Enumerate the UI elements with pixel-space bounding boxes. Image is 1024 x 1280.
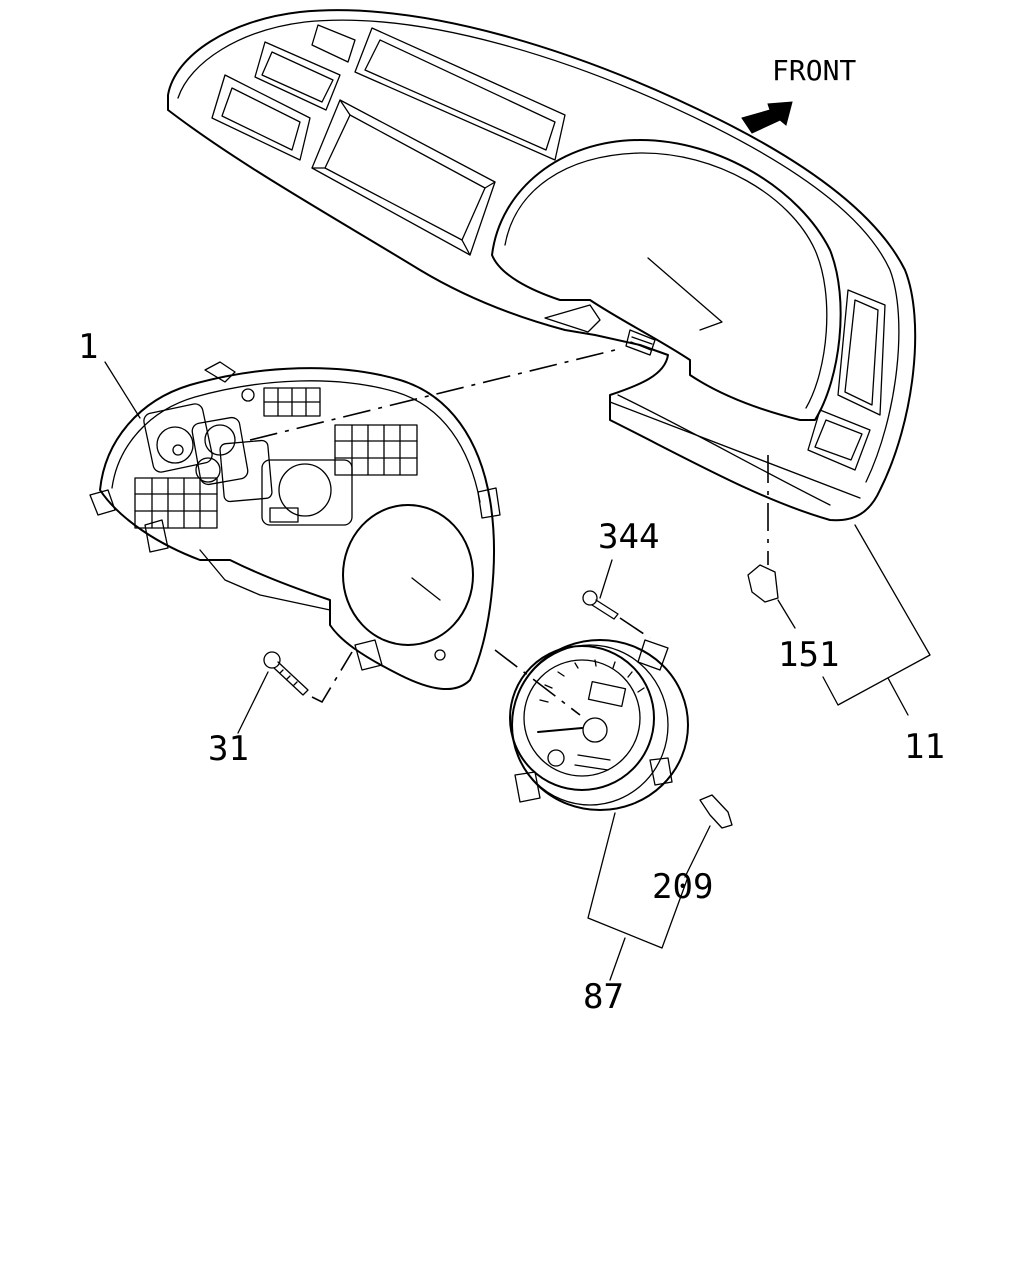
- switch-grid-left: [134, 477, 218, 529]
- leader-screw-31: [311, 651, 353, 704]
- part-label-344: 344: [598, 517, 659, 557]
- screw-344: [582, 590, 619, 620]
- screw-31: [263, 651, 309, 696]
- speedometer-assembly: [509, 639, 689, 811]
- switch-grid-upper: [263, 387, 321, 417]
- alignment-mark: [647, 257, 723, 331]
- part-label-1: 1: [78, 327, 98, 367]
- part-label-209: 209: [652, 867, 713, 907]
- dashboard-panel: [167, 9, 917, 522]
- meter-cluster-housing: [89, 361, 501, 691]
- leader-lines: [104, 361, 931, 981]
- part-label-11: 11: [904, 727, 945, 767]
- front-direction: FRONT: [741, 54, 856, 134]
- part-label-87: 87: [583, 977, 624, 1017]
- leader-cluster-to-panel: [249, 349, 616, 441]
- part-label-151: 151: [778, 635, 839, 675]
- part-label-31: 31: [208, 729, 249, 769]
- front-arrow-icon: [741, 101, 793, 134]
- front-label: FRONT: [772, 54, 856, 87]
- clip-151: [747, 564, 779, 603]
- leader-screw-344: [619, 617, 651, 639]
- leader-speedometer-to-housing: [494, 649, 581, 716]
- switch-grid-right: [334, 424, 418, 476]
- bulb-209: [699, 794, 733, 829]
